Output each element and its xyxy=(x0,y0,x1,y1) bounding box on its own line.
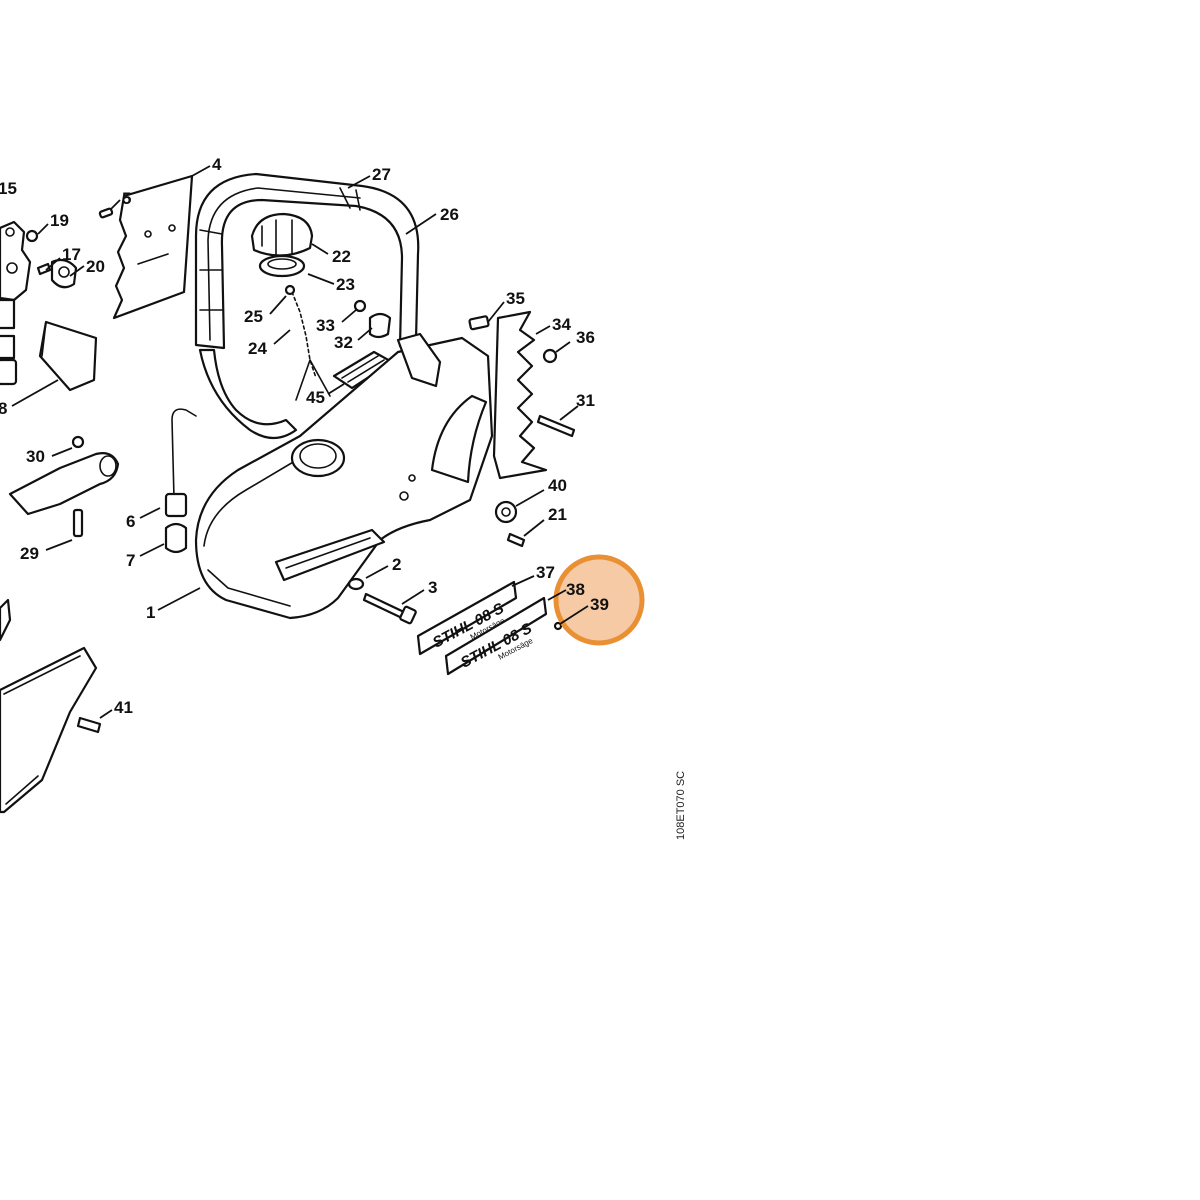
callout-6[interactable]: 6 xyxy=(126,512,135,531)
callout-19[interactable]: 19 xyxy=(50,211,69,230)
callout-23[interactable]: 23 xyxy=(336,275,355,294)
retaining-chain[interactable] xyxy=(284,284,331,401)
callout-26[interactable]: 26 xyxy=(440,205,459,224)
callout-41[interactable]: 41 xyxy=(114,698,133,717)
pin-5[interactable] xyxy=(98,207,114,219)
callout-1[interactable]: 1 xyxy=(146,603,155,622)
callout-7[interactable]: 7 xyxy=(126,551,135,570)
figure-reference: 108ET070 SC xyxy=(675,771,687,840)
highlight-marker[interactable] xyxy=(553,554,645,646)
screw-21[interactable] xyxy=(506,532,526,548)
carburetor-partial[interactable] xyxy=(0,220,32,386)
callout-40[interactable]: 40 xyxy=(548,476,567,495)
callout-8[interactable]: 8 xyxy=(0,399,7,418)
callout-15[interactable]: 15 xyxy=(0,179,17,198)
rivet-39[interactable] xyxy=(553,621,563,631)
callout-39[interactable]: 39 xyxy=(590,595,609,614)
chain-guard-plate[interactable] xyxy=(112,174,194,320)
callout-2[interactable]: 2 xyxy=(392,555,401,574)
screw-19[interactable] xyxy=(25,229,39,243)
nut-40[interactable] xyxy=(494,500,518,524)
callout-31[interactable]: 31 xyxy=(576,391,595,410)
callout-33[interactable]: 33 xyxy=(316,316,335,335)
screw-35[interactable] xyxy=(468,315,490,331)
cover-plate-left[interactable] xyxy=(0,598,98,814)
screw-29[interactable] xyxy=(72,508,84,538)
callout-21[interactable]: 21 xyxy=(548,505,567,524)
screw-17[interactable] xyxy=(36,262,52,276)
pickup-tube[interactable] xyxy=(164,408,197,518)
callout-27[interactable]: 27 xyxy=(372,165,391,184)
bolt-3[interactable] xyxy=(362,592,417,625)
cap-seal[interactable] xyxy=(258,254,306,278)
callout-34[interactable]: 34 xyxy=(552,315,571,334)
callout-24[interactable]: 24 xyxy=(248,339,267,358)
main-housing[interactable] xyxy=(194,332,494,620)
callout-30[interactable]: 30 xyxy=(26,447,45,466)
callout-22[interactable]: 22 xyxy=(332,247,351,266)
screw-31[interactable] xyxy=(536,414,576,438)
callout-45[interactable]: 45 xyxy=(306,388,325,407)
callout-36[interactable]: 36 xyxy=(576,328,595,347)
fuel-filter[interactable] xyxy=(164,522,188,554)
filter-pad[interactable] xyxy=(38,320,98,392)
callout-3[interactable]: 3 xyxy=(428,578,437,597)
callout-25[interactable]: 25 xyxy=(244,307,263,326)
callout-labels: 4 27 15 5 26 19 22 17 20 23 35 25 33 34 … xyxy=(0,155,609,717)
callout-5[interactable]: 5 xyxy=(122,189,131,208)
callout-32[interactable]: 32 xyxy=(334,333,353,352)
nut-36[interactable] xyxy=(542,348,558,364)
callout-4[interactable]: 4 xyxy=(212,155,222,174)
bumper-spike[interactable] xyxy=(492,310,548,480)
gasket-20[interactable] xyxy=(50,258,78,289)
callout-20[interactable]: 20 xyxy=(86,257,105,276)
leader-lines xyxy=(11,165,589,719)
callout-37[interactable]: 37 xyxy=(536,563,555,582)
nut-33[interactable] xyxy=(353,299,367,313)
handle-bar[interactable] xyxy=(194,172,420,440)
tank-cap[interactable] xyxy=(250,212,314,257)
screw-41[interactable] xyxy=(76,716,102,734)
callout-17[interactable]: 17 xyxy=(62,245,81,264)
buffer-32[interactable] xyxy=(368,312,392,339)
callout-38[interactable]: 38 xyxy=(566,580,585,599)
washer-2[interactable] xyxy=(347,577,365,591)
callout-29[interactable]: 29 xyxy=(20,544,39,563)
bracket-30[interactable] xyxy=(8,435,120,516)
callout-35[interactable]: 35 xyxy=(506,289,525,308)
